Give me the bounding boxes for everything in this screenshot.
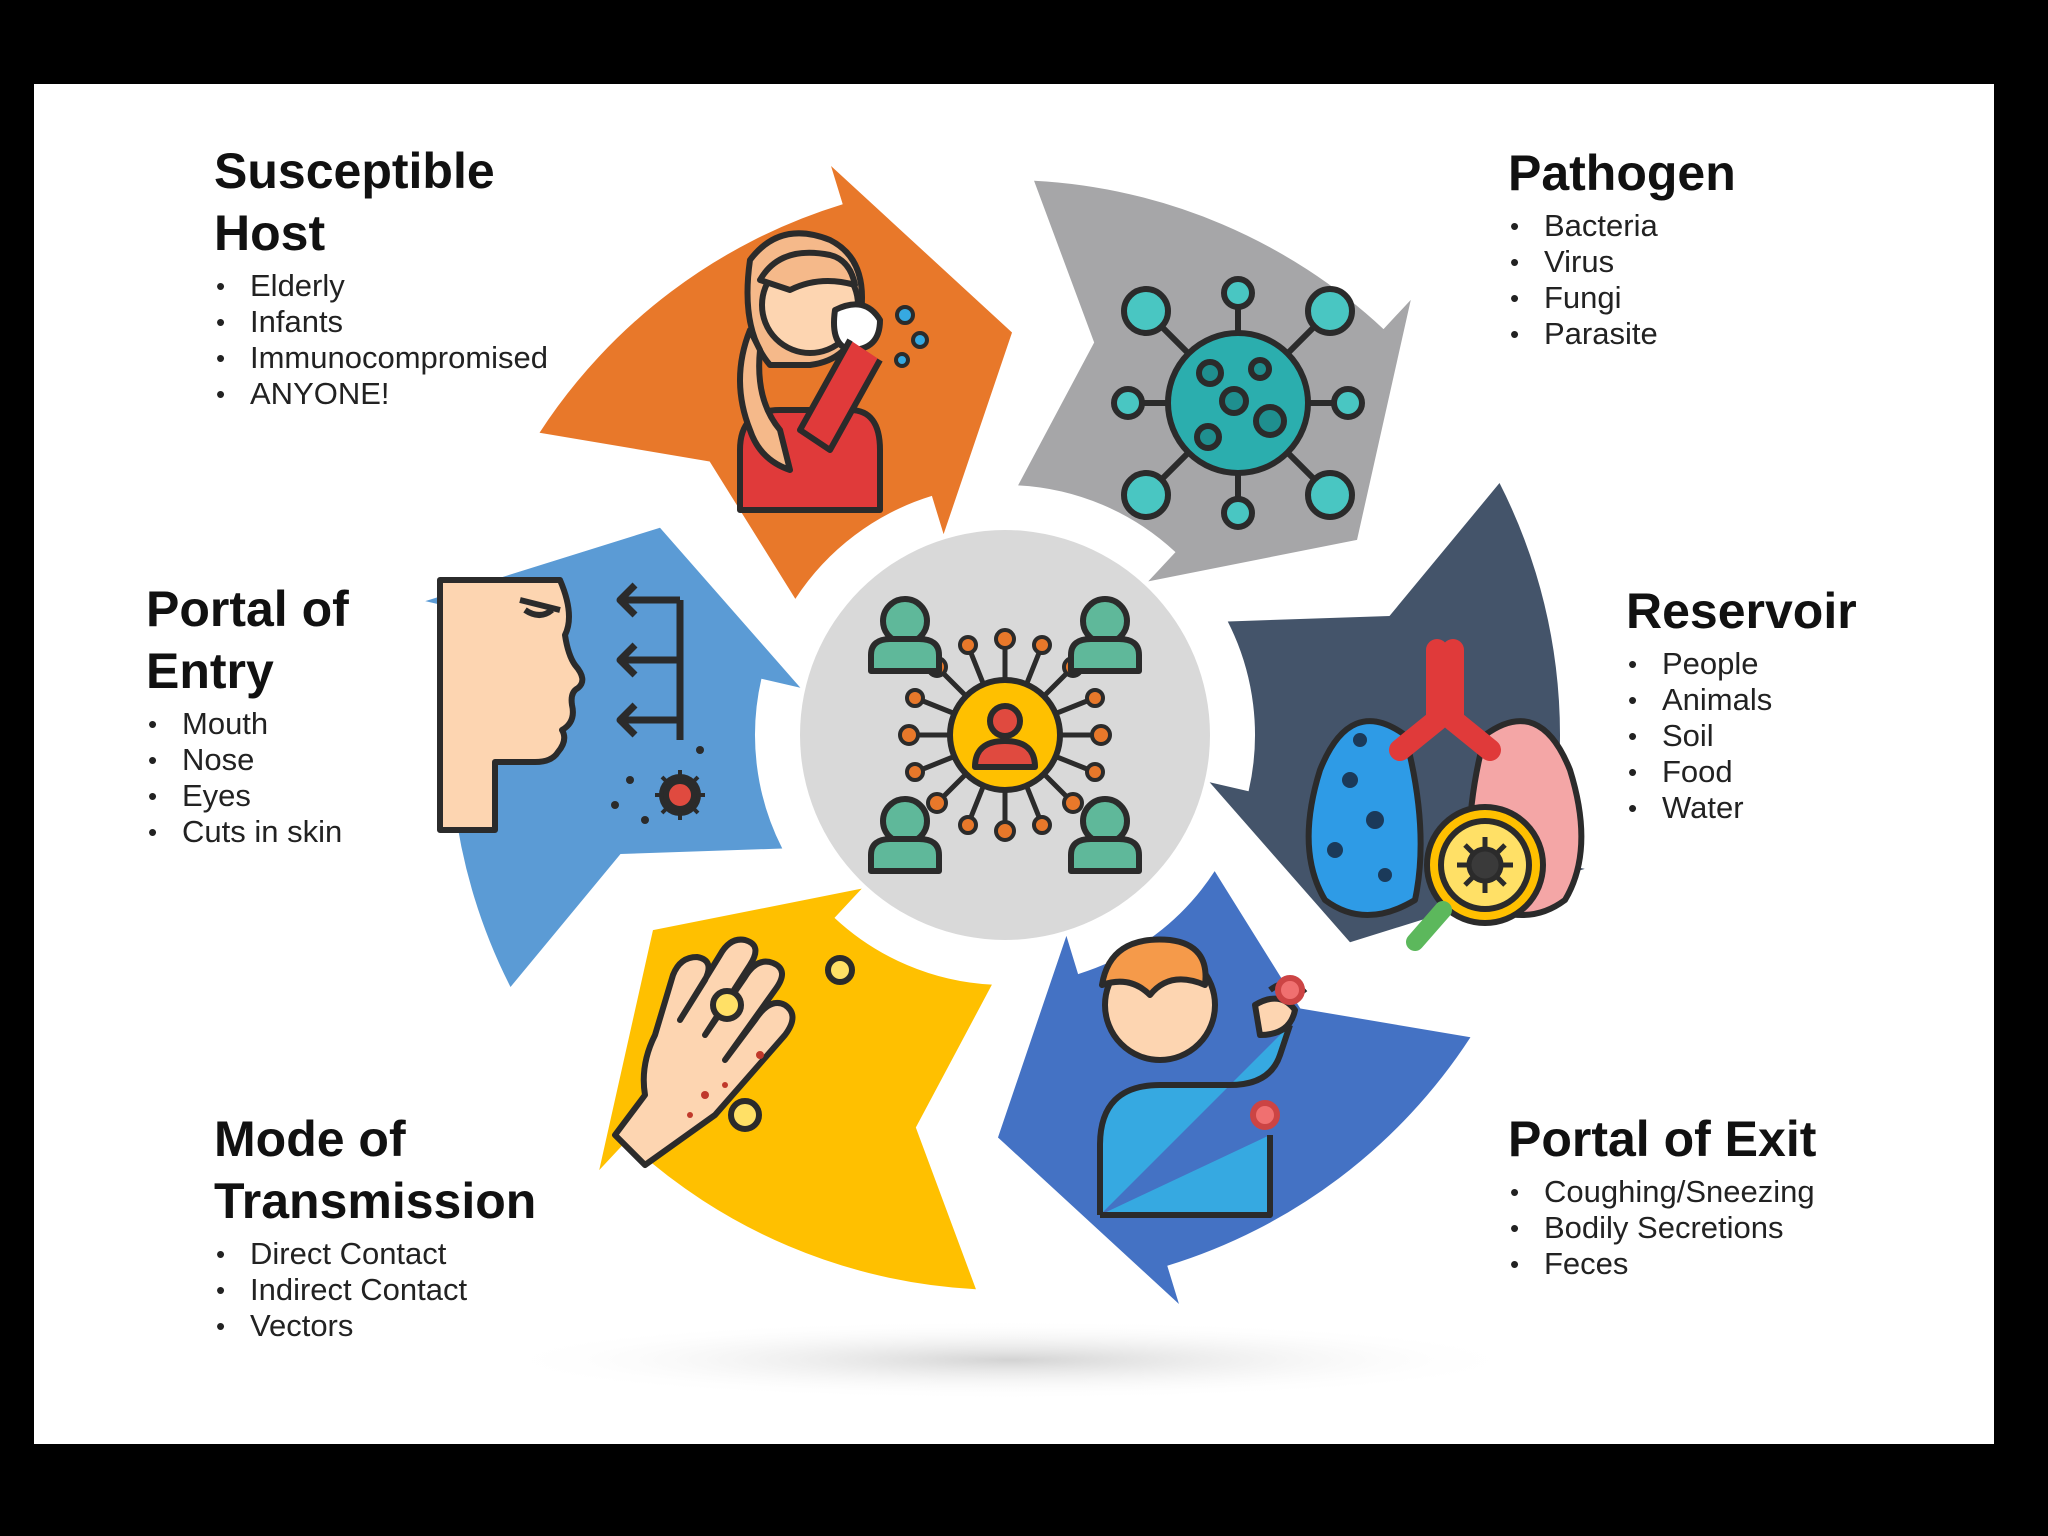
stage-items: People Animals Soil Food Water (1626, 646, 1857, 826)
list-item: Indirect Contact (214, 1272, 536, 1308)
ring-segment-susceptible-host (539, 165, 1013, 599)
list-item: Fungi (1508, 280, 1736, 316)
list-item: Elderly (214, 268, 548, 304)
face-profile-inhale-icon (437, 577, 705, 833)
label-portal-of-exit: Portal of Exit Coughing/Sneezing Bodily … (1508, 1108, 1816, 1282)
stage-title: Reservoir (1626, 583, 1857, 639)
list-item: Virus (1508, 244, 1736, 280)
stage-title: Mode of Transmission (214, 1111, 537, 1229)
label-pathogen: Pathogen Bacteria Virus Fungi Parasite (1508, 142, 1736, 352)
list-item: Direct Contact (214, 1236, 536, 1272)
list-item: Nose (146, 742, 349, 778)
list-item: Immunocompromised (214, 340, 548, 376)
stage-title: Pathogen (1508, 145, 1736, 201)
list-item: Parasite (1508, 316, 1736, 352)
stage-items: Mouth Nose Eyes Cuts in skin (146, 706, 349, 850)
list-item: Food (1626, 754, 1857, 790)
stage-title: Portal of Entry (146, 581, 349, 699)
stage-title: Portal of Exit (1508, 1111, 1817, 1167)
stage-items: Elderly Infants Immunocompromised ANYONE… (214, 268, 548, 412)
list-item: Mouth (146, 706, 349, 742)
people-network-icon (868, 596, 1142, 874)
lungs-magnifier-icon (1305, 639, 1585, 951)
list-item: People (1626, 646, 1857, 682)
list-item: Coughing/Sneezing (1508, 1174, 1816, 1210)
list-item: Vectors (214, 1308, 536, 1344)
list-item: Infants (214, 304, 548, 340)
label-susceptible-host: Susceptible Host Elderly Infants Immunoc… (214, 140, 548, 412)
list-item: Animals (1626, 682, 1857, 718)
label-reservoir: Reservoir People Animals Soil Food Water (1626, 580, 1857, 826)
floor-shadow (490, 1320, 1530, 1400)
contaminated-hand-icon (612, 936, 855, 1168)
list-item: Feces (1508, 1246, 1816, 1282)
list-item: Cuts in skin (146, 814, 349, 850)
label-portal-of-entry: Portal of Entry Mouth Nose Eyes Cuts in … (146, 578, 349, 850)
stage-items: Coughing/Sneezing Bodily Secretions Fece… (1508, 1174, 1816, 1282)
virus-icon (1111, 276, 1365, 530)
stage-items: Bacteria Virus Fungi Parasite (1508, 208, 1736, 352)
person-coughing-icon (1097, 936, 1308, 1218)
list-item: ANYONE! (214, 376, 548, 412)
label-mode-of-transmission: Mode of Transmission Direct Contact Indi… (214, 1108, 536, 1344)
list-item: Bacteria (1508, 208, 1736, 244)
list-item: Water (1626, 790, 1857, 826)
list-item: Eyes (146, 778, 349, 814)
list-item: Bodily Secretions (1508, 1210, 1816, 1246)
stage-items: Direct Contact Indirect Contact Vectors (214, 1236, 536, 1344)
person-sneezing-icon (737, 230, 929, 513)
list-item: Soil (1626, 718, 1857, 754)
stage-title: Susceptible Host (214, 143, 495, 261)
